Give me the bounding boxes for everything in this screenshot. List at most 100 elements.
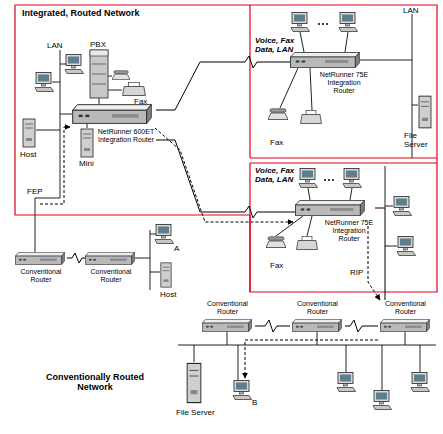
workstation-link — [308, 188, 310, 200]
lan-label: LAN — [403, 6, 419, 15]
conventional-router: Conventional Router — [290, 300, 345, 335]
workstation — [299, 169, 318, 188]
fax-machine — [301, 111, 322, 124]
subnet-border — [249, 163, 250, 292]
device-label: FEP — [27, 187, 43, 196]
node-label: NetRunner 75E Integration Router — [323, 219, 375, 243]
conventional-router: Conventional Router — [378, 300, 433, 335]
lan-drop — [60, 114, 72, 115]
workstation-link — [350, 188, 352, 200]
conventional-router: Conventional Router — [15, 252, 67, 284]
callout-letter: B — [252, 398, 257, 407]
node-label: Conventional Router — [85, 268, 137, 284]
pbx-shelf — [92, 84, 106, 85]
router-link — [87, 124, 88, 128]
subnet-border — [250, 162, 437, 163]
lan-drop — [405, 332, 406, 345]
lan-drop — [238, 345, 239, 380]
lan-drop — [194, 345, 195, 362]
link-label: Voice, Fax Data, LAN — [255, 166, 297, 184]
node-label: Conventional Router — [378, 300, 433, 316]
workstation-link — [345, 32, 348, 52]
node-label: Integrated, Routed Network — [22, 8, 433, 18]
traffic-trace — [245, 340, 378, 378]
node-label: Conventional Router — [200, 300, 255, 316]
ellipsis-dot — [328, 179, 330, 181]
phone-wire — [276, 216, 303, 236]
integration-router: NetRunner 75E Integration Router — [295, 200, 375, 243]
phone-wire — [280, 68, 298, 108]
workstation — [233, 381, 252, 400]
minicomputer — [81, 129, 93, 157]
lan-bus — [178, 345, 436, 346]
lan-drop — [150, 272, 160, 273]
workstation — [337, 373, 356, 392]
ellipsis-dot — [332, 179, 334, 181]
region-outline — [15, 5, 437, 292]
lan-drop — [150, 234, 156, 235]
workstation — [373, 391, 392, 410]
region-border — [15, 5, 437, 292]
conventional-router: Conventional Router — [85, 252, 137, 284]
lan-drop — [346, 345, 347, 372]
lan-drop — [60, 64, 66, 65]
wan-link — [156, 56, 290, 110]
pbx-link — [99, 98, 100, 104]
ellipsis-dot — [326, 23, 328, 25]
conventional-router — [85, 252, 134, 264]
workstation — [343, 169, 362, 188]
device-label: PBX — [90, 40, 106, 49]
file-server — [187, 363, 201, 402]
fax-wire — [310, 68, 312, 110]
fep-link — [35, 198, 60, 199]
conventional-router — [202, 319, 251, 331]
node-label: NetRunner 600ET Integration Router — [96, 128, 156, 144]
telephone — [266, 237, 286, 248]
pbx-cabinet — [90, 50, 108, 98]
fax-machine — [123, 83, 146, 96]
network-region: Integrated, Routed NetworkNetRunner 600E… — [15, 5, 437, 292]
node-label: Conventional Router — [15, 268, 67, 284]
lan-drop — [317, 332, 318, 345]
lan-drop — [36, 130, 60, 131]
fax-wire — [307, 216, 312, 236]
device-label: Fax — [270, 261, 283, 270]
workstation — [393, 197, 412, 216]
subnet-border — [250, 157, 437, 158]
phone-wire — [108, 90, 122, 91]
traffic-trace — [40, 127, 70, 204]
device-label: File Server — [176, 408, 216, 417]
lan-bus — [60, 50, 61, 198]
lan-label: LAN — [47, 41, 63, 50]
pbx-shelf — [92, 64, 106, 65]
workstation-link — [300, 32, 304, 52]
device-label: File Server — [404, 131, 436, 149]
wan-link — [345, 320, 378, 332]
lan-drop — [385, 206, 393, 207]
integration-router — [73, 105, 152, 124]
host-computer — [161, 263, 171, 287]
lan-drop — [382, 345, 383, 390]
pbx-cabinet-body — [90, 50, 108, 98]
node-label: Conventional Router — [290, 300, 345, 316]
link-label: Voice, Fax Data, LAN — [255, 36, 297, 54]
workstation — [291, 13, 310, 32]
ellipsis-dot — [318, 23, 320, 25]
pbx-shelf — [92, 74, 106, 75]
lan-link — [375, 208, 385, 300]
workstation — [339, 13, 358, 32]
wan-link — [67, 253, 85, 263]
lan-bus — [150, 230, 151, 290]
lan-drop — [385, 246, 397, 247]
integration-router — [291, 53, 360, 68]
device-label: Fax — [270, 138, 283, 147]
workstation — [397, 237, 416, 256]
integration-router — [296, 201, 365, 216]
node-label: NetRunner 75E Integration Router — [318, 71, 370, 95]
lan-bus — [385, 166, 386, 208]
lan-drop — [227, 332, 228, 345]
